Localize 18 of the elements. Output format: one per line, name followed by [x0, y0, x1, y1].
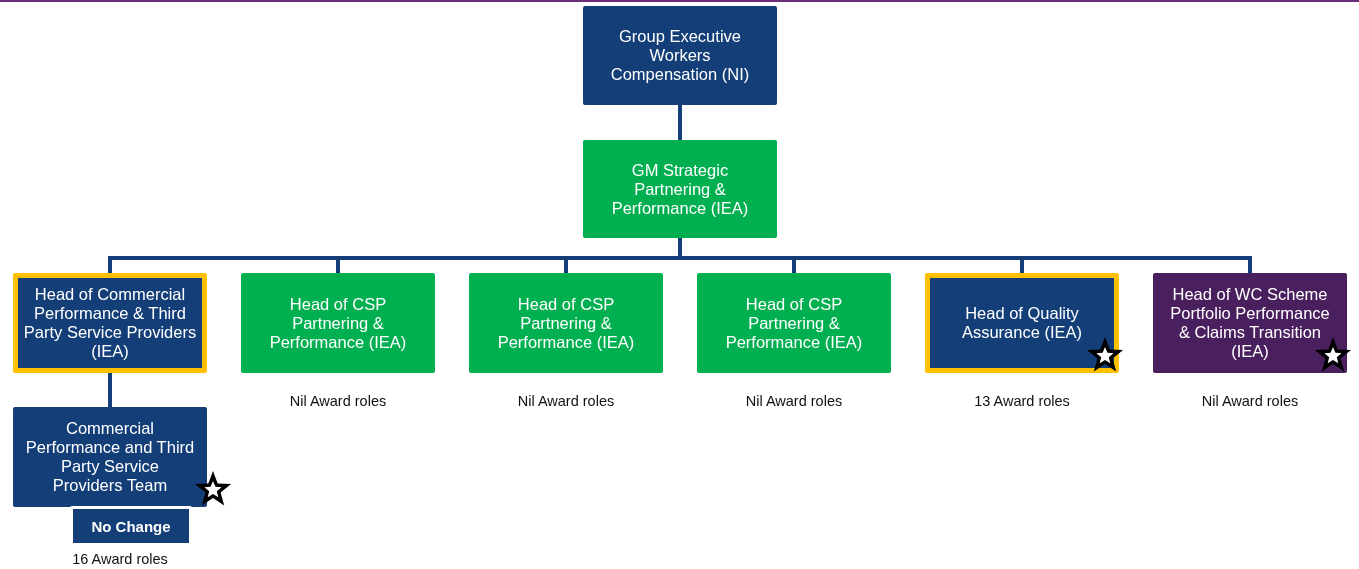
status-tag: No Change	[70, 506, 192, 546]
role-box: Head of Commercial Performance & Third Party Service Providers (IEA)	[13, 273, 207, 373]
award-roles-note: Nil Award roles	[516, 393, 616, 409]
role-box: Head of WC Scheme Portfolio Performance & Claims Transition (IEA)	[1153, 273, 1347, 373]
role-box: Head of CSP Partnering & Performance (IEA)	[241, 273, 435, 373]
role-box: GM Strategic Partnering & Performance (IEA)	[583, 140, 777, 238]
award-roles-note: 13 Award roles	[973, 393, 1071, 409]
award-roles-note: Nil Award roles	[744, 393, 844, 409]
role-box: Head of CSP Partnering & Performance (IEA)	[697, 273, 891, 373]
role-box: Head of Quality Assurance (IEA)	[925, 273, 1119, 373]
role-box: Group Executive Workers Compensation (NI)	[583, 6, 777, 105]
award-roles-note: Nil Award roles	[1200, 393, 1300, 409]
connector-line	[108, 373, 112, 407]
connector-line	[678, 105, 682, 140]
role-box: Commercial Performance and Third Party Service Providers Team	[13, 407, 207, 507]
award-roles-note: 16 Award roles	[71, 551, 169, 567]
award-roles-note: Nil Award roles	[288, 393, 388, 409]
role-box: Head of CSP Partnering & Performance (IEA)	[469, 273, 663, 373]
